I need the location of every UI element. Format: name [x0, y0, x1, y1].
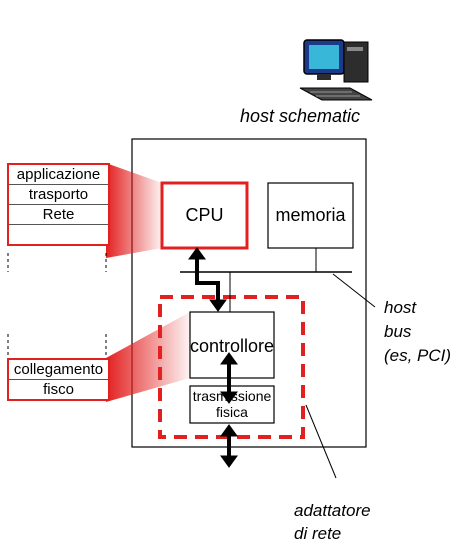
host-box — [131, 138, 367, 448]
adapter-line1: adattatore — [294, 501, 371, 520]
desktop-computer-icon — [299, 39, 373, 101]
controller-physical-arrow — [220, 352, 238, 404]
stack-layer-physical: fisco — [43, 381, 74, 398]
stack-layer-transport: trasporto — [9, 185, 108, 205]
host-schematic-label: host schematic — [240, 106, 361, 126]
adapter-line2: di rete — [294, 524, 342, 543]
cpu-label: CPU — [185, 205, 224, 225]
network-link-arrow — [220, 424, 238, 468]
stack-layer-network: Rete — [9, 205, 108, 225]
physical-transmission-line2: fisica — [216, 404, 248, 420]
adapter-pointer — [305, 404, 337, 479]
stack-projection-lower — [106, 312, 190, 402]
cpu-controller-arrow — [188, 247, 227, 312]
controller-label: controllore — [189, 336, 275, 356]
memory-box — [267, 182, 354, 249]
host-bus-pointer — [332, 273, 376, 308]
adapter-label: adattatore di rete — [294, 499, 371, 545]
host-bus-line1: host — [384, 298, 417, 317]
cpu-box — [160, 181, 249, 250]
protocol-stack-lower: collegamento fisco — [7, 358, 110, 401]
physical-transmission-label: trasmissione fisica — [186, 388, 278, 420]
host-bus-label: host bus (es, PCI) — [384, 296, 451, 368]
host-bus-line2: bus — [384, 322, 412, 341]
stack-layer-application: applicazione — [9, 165, 108, 185]
host-bus-line3: (es, PCI) — [384, 346, 452, 365]
adapter-boundary — [158, 295, 305, 439]
physical-transmission-line1: trasmissione — [192, 388, 272, 404]
stack-projection-upper — [106, 163, 162, 258]
controller-box — [189, 311, 275, 379]
stack-layer-link: collegamento — [9, 360, 108, 380]
stack-layer-empty — [9, 225, 108, 244]
protocol-stack-upper: applicazione trasporto Rete — [7, 163, 110, 246]
memory-label: memoria — [275, 205, 346, 225]
